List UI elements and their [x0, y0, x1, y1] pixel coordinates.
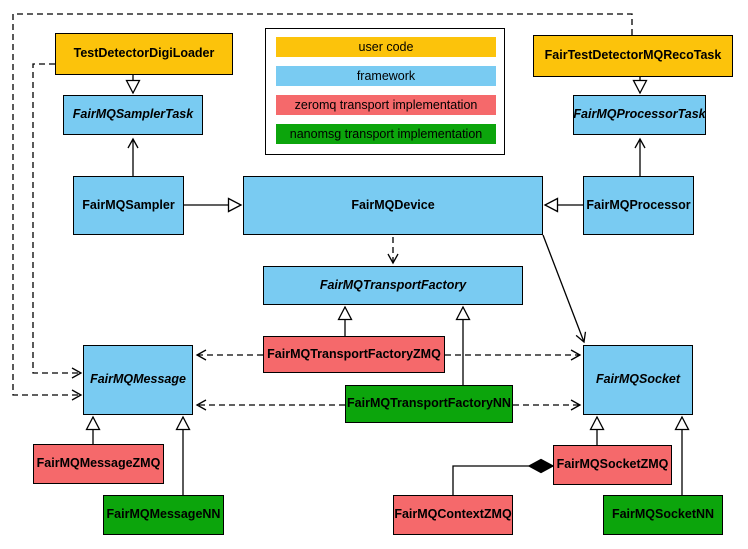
node-fairmqtransportfactoryzmq: FairMQTransportFactoryZMQ	[263, 336, 445, 373]
legend-item-zeromq: zeromq transport implementation	[276, 95, 496, 115]
node-fairtestdetectormqrecotask: FairTestDetectorMQRecoTask	[533, 35, 733, 77]
node-fairmqtransportfactory: FairMQTransportFactory	[263, 266, 523, 305]
composition-diamond-icon	[527, 458, 555, 474]
node-testdetectordigiloader: TestDetectorDigiLoader	[55, 33, 233, 75]
node-fairmqprocessortask: FairMQProcessorTask	[573, 95, 706, 135]
node-fairmqtransportfactorynn: FairMQTransportFactoryNN	[345, 385, 513, 423]
legend-item-framework: framework	[276, 66, 496, 86]
node-fairmqsamplertask: FairMQSamplerTask	[63, 95, 203, 135]
node-fairmqsocketzmq: FairMQSocketZMQ	[553, 445, 672, 485]
node-fairmqsampler: FairMQSampler	[73, 176, 184, 235]
node-fairmqdevice: FairMQDevice	[243, 176, 543, 235]
edge-device-socket-association	[542, 234, 587, 344]
node-fairmqmessagezmq: FairMQMessageZMQ	[33, 444, 164, 484]
node-fairmqmessagenn: FairMQMessageNN	[103, 495, 224, 535]
legend-item-nanomsg: nanomsg transport implementation	[276, 124, 496, 144]
legend: user code framework zeromq transport imp…	[265, 28, 505, 155]
legend-item-user-code: user code	[276, 37, 496, 57]
node-fairmqsocket: FairMQSocket	[583, 345, 693, 415]
edge-contextzmq-socketzmq-composition	[452, 465, 529, 495]
node-fairmqmessage: FairMQMessage	[83, 345, 193, 415]
node-fairmqcontextzmq: FairMQContextZMQ	[393, 495, 513, 535]
node-fairmqprocessor: FairMQProcessor	[583, 176, 694, 235]
node-fairmqsocketnn: FairMQSocketNN	[603, 495, 723, 535]
